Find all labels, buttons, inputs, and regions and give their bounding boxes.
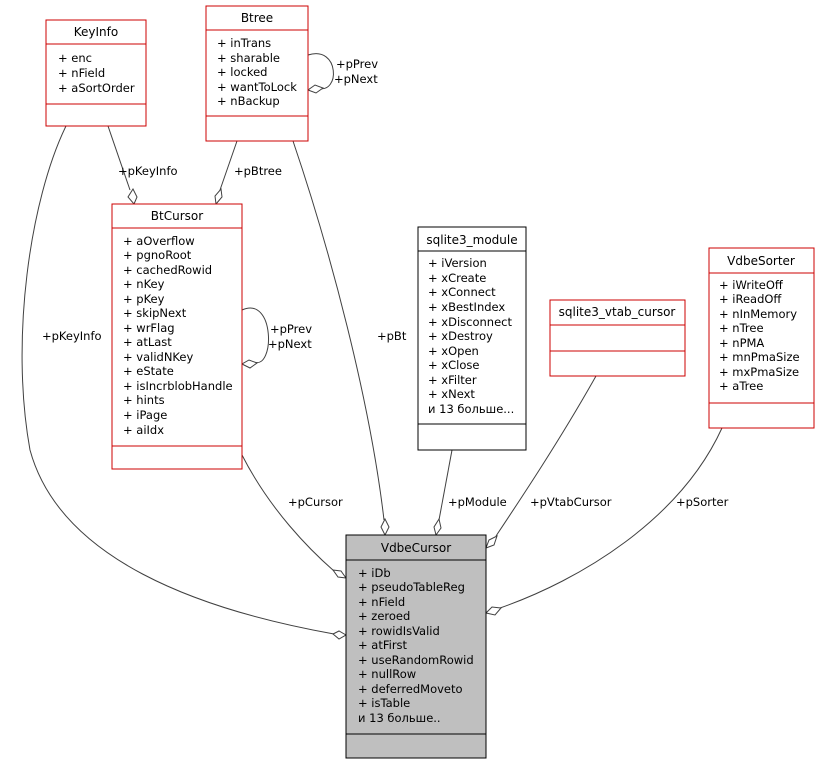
edge-btree-vdbecursor <box>292 140 385 521</box>
edge-label-btcursor-vdbecursor: +pCursor <box>288 495 343 509</box>
class-vdbesorter[interactable]: VdbeSorter + iWriteOff + iReadOff + nInM… <box>708 247 815 429</box>
class-btree[interactable]: Btree + inTrans + sharable + locked + wa… <box>205 5 309 142</box>
class-sqlite3-module-attr: + xDisconnect <box>428 315 512 329</box>
class-sqlite3-module-attr: и 13 больше... <box>428 402 514 416</box>
edge-keyinfo-vdbecursor <box>21 125 335 635</box>
class-sqlite3-module-attr: + xClose <box>428 358 479 372</box>
class-btree-attr: + sharable <box>217 51 280 65</box>
class-vdbecursor-attr: и 13 больше.. <box>358 711 441 725</box>
class-vdbecursor-attr: + nullRow <box>358 667 416 681</box>
edge-label-keyinfo-vdbecursor: +pKeyInfo <box>42 329 102 343</box>
class-keyinfo-attr: + enc <box>58 51 92 65</box>
class-btcursor-attr: + wrFlag <box>123 321 175 335</box>
class-btcursor-attr: + iPage <box>123 408 167 422</box>
class-vdbecursor-attr: + deferredMoveto <box>358 682 463 696</box>
class-btcursor-attr: + hints <box>123 393 165 407</box>
edge-btcursor-vdbecursor-diamond <box>331 569 348 579</box>
edge-btcursor-self-diamond <box>240 359 259 369</box>
class-sqlite3-module-attr: + xOpen <box>428 344 479 358</box>
class-vdbesorter-attr: + nTree <box>719 321 764 335</box>
class-sqlite3-vtab-cursor-title: sqlite3_vtab_cursor <box>559 305 676 319</box>
class-vdbecursor-attr: + useRandomRowid <box>358 653 474 667</box>
class-sqlite3-module-attr: + xBestIndex <box>428 300 505 314</box>
class-vdbesorter-title: VdbeSorter <box>727 254 795 268</box>
edge-label-btcursor-self-prev: +pPrev <box>270 322 312 336</box>
class-btcursor-attr: + aOverflow <box>123 234 195 248</box>
class-btcursor[interactable]: BtCursor + aOverflow + pgnoRoot + cached… <box>111 203 243 470</box>
edge-sorter-vdbecursor-diamond <box>485 606 502 616</box>
class-vdbecursor-attr: + atFirst <box>358 638 408 652</box>
class-btcursor-attr: + isIncrblobHandle <box>123 379 233 393</box>
class-btcursor-title: BtCursor <box>151 209 203 223</box>
class-vdbesorter-attr: + nInMemory <box>719 307 797 321</box>
edge-label-sorter-vdbecursor: +pSorter <box>676 495 729 509</box>
class-vdbesorter-attr: + mnPmaSize <box>719 350 800 364</box>
class-btcursor-attr: + nKey <box>123 277 165 291</box>
class-btree-attr: + wantToLock <box>217 80 297 94</box>
class-btcursor-attr: + pgnoRoot <box>123 248 192 262</box>
class-btcursor-attr: + eState <box>123 364 174 378</box>
edge-btree-btcursor-diamond <box>214 187 223 206</box>
class-keyinfo[interactable]: KeyInfo + enc + nField + aSortOrder <box>45 19 147 127</box>
class-vdbesorter-attr: + iReadOff <box>719 292 782 306</box>
class-btree-title: Btree <box>241 11 273 25</box>
class-btcursor-attr: + skipNext <box>123 306 187 320</box>
edge-label-btree-self-prev: +pPrev <box>336 57 378 71</box>
edge-label-module-vdbecursor: +pModule <box>448 495 507 509</box>
edge-btree-self <box>307 53 334 90</box>
class-vdbecursor-attr: + pseudoTableReg <box>358 580 465 594</box>
class-sqlite3-module-attr: + iVersion <box>428 256 487 270</box>
class-btcursor-attr: + pKey <box>123 292 165 306</box>
edge-keyinfo-btcursor-diamond <box>127 187 138 205</box>
edge-label-btree-vdbecursor: +pBt <box>377 329 407 343</box>
class-btree-attr: + nBackup <box>217 94 280 108</box>
class-sqlite3-module-attr: + xDestroy <box>428 329 493 343</box>
edge-vtab-vdbecursor <box>495 375 597 537</box>
class-btree-attr: + locked <box>217 65 267 79</box>
class-vdbesorter-attr: + nPMA <box>719 336 764 350</box>
class-keyinfo-title: KeyInfo <box>74 25 118 39</box>
class-vdbecursor-attr: + nField <box>358 595 405 609</box>
edge-label-btcursor-self-next: +pNext <box>268 337 312 351</box>
edge-module-vdbecursor <box>438 449 453 521</box>
class-vdbecursor-attr: + isTable <box>358 696 410 710</box>
class-vdbecursor-title: VdbeCursor <box>381 541 451 555</box>
edge-label-btree-btcursor: +pBtree <box>234 164 282 178</box>
edge-btcursor-vdbecursor <box>241 454 335 572</box>
class-sqlite3-module-attr: + xConnect <box>428 285 496 299</box>
class-btree-attr: + inTrans <box>217 36 271 50</box>
class-vdbesorter-attr: + iWriteOff <box>719 278 784 292</box>
edge-btree-self-diamond <box>306 84 325 94</box>
edge-btree-btcursor <box>219 140 238 191</box>
class-btcursor-attr: + atLast <box>123 335 172 349</box>
class-btcursor-attr: + aiIdx <box>123 423 164 437</box>
class-sqlite3-module-attr: + xCreate <box>428 271 486 285</box>
edge-btree-vdbecursor-diamond <box>380 517 390 537</box>
edge-keyinfo-btcursor <box>107 125 131 191</box>
edge-vtab-vdbecursor-diamond <box>485 535 498 549</box>
class-vdbecursor-attr: + zeroed <box>358 609 410 623</box>
class-keyinfo-attr: + aSortOrder <box>58 81 135 95</box>
class-btcursor-attr: + cachedRowid <box>123 263 212 277</box>
edge-btcursor-self <box>241 307 269 363</box>
class-vdbecursor-attr: + iDb <box>358 566 391 580</box>
class-vdbesorter-attr: + aTree <box>719 379 763 393</box>
class-sqlite3-module-attr: + xNext <box>428 387 475 401</box>
edge-sorter-vdbecursor <box>499 427 723 609</box>
class-sqlite3-module-title: sqlite3_module <box>426 233 517 247</box>
class-sqlite3-module[interactable]: sqlite3_module + iVersion + xCreate + xC… <box>417 226 527 451</box>
edge-label-keyinfo-btcursor: +pKeyInfo <box>118 164 178 178</box>
class-vdbesorter-attr: + mxPmaSize <box>719 365 799 379</box>
edge-module-vdbecursor-diamond <box>433 517 442 537</box>
class-sqlite3-module-attr: + xFilter <box>428 373 477 387</box>
class-vdbecursor-attr: + rowidIsValid <box>358 624 440 638</box>
class-keyinfo-attr: + nField <box>58 66 105 80</box>
edge-label-btree-self-next: +pNext <box>334 72 378 86</box>
edge-label-vtab-vdbecursor: +pVtabCursor <box>530 495 612 509</box>
edge-keyinfo-vdbecursor-diamond <box>332 630 348 640</box>
class-vdbecursor[interactable]: VdbeCursor + iDb + pseudoTableReg + nFie… <box>345 534 487 759</box>
class-sqlite3-vtab-cursor[interactable]: sqlite3_vtab_cursor <box>549 299 686 377</box>
class-btcursor-attr: + validNKey <box>123 350 193 364</box>
